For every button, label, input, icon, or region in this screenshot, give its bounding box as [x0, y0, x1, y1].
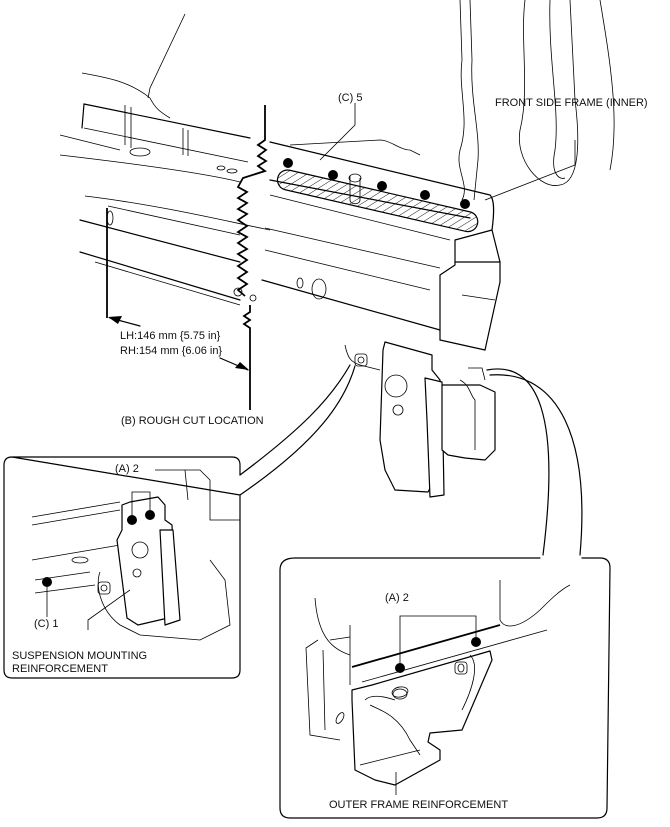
stud-pin — [349, 176, 361, 205]
suspension-mount-bracket — [344, 341, 496, 498]
spot-weld-dot — [377, 181, 387, 191]
spot-weld-dot — [127, 515, 137, 525]
label-suspension-mounting: SUSPENSION MOUNTING — [12, 650, 148, 662]
spot-weld-seam-c5 — [276, 103, 576, 233]
label-c5: (C) 5 — [338, 92, 363, 104]
label-front-side-frame-inner: FRONT SIDE FRAME (INNER) — [495, 97, 648, 109]
label-outer-frame-reinforcement: OUTER FRAME REINFORCEMENT — [329, 799, 509, 811]
spot-weld-dot — [395, 663, 405, 673]
spot-weld-dot — [420, 190, 430, 200]
spot-weld-dot — [328, 170, 338, 180]
detail-box-suspension — [3, 456, 241, 679]
detail-connector-lines — [239, 364, 583, 556]
spot-weld-dot — [460, 199, 470, 209]
label-detail2-a2: (A) 2 — [385, 592, 409, 604]
rough-cut-line — [233, 105, 268, 410]
front-side-frame-rail — [59, 103, 501, 351]
detail-box-outer-frame — [279, 557, 611, 819]
label-detail1-a2: (A) 2 — [115, 463, 139, 475]
label-lh-dimension: LH:146 mm {5.75 in} — [120, 330, 221, 342]
dimension-lines — [106, 208, 249, 371]
spot-weld-dot — [471, 637, 481, 647]
spot-weld-dot — [42, 577, 52, 587]
label-rh-dimension: RH:154 mm {6.06 in} — [120, 345, 223, 357]
upper-body-panel — [81, 0, 615, 201]
spot-weld-dot — [145, 510, 155, 520]
label-detail1-c1: (C) 1 — [34, 618, 59, 630]
label-reinforcement: REINFORCEMENT — [12, 663, 108, 675]
label-rough-cut-location: (B) ROUGH CUT LOCATION — [121, 415, 264, 427]
spot-weld-dot — [283, 158, 293, 168]
